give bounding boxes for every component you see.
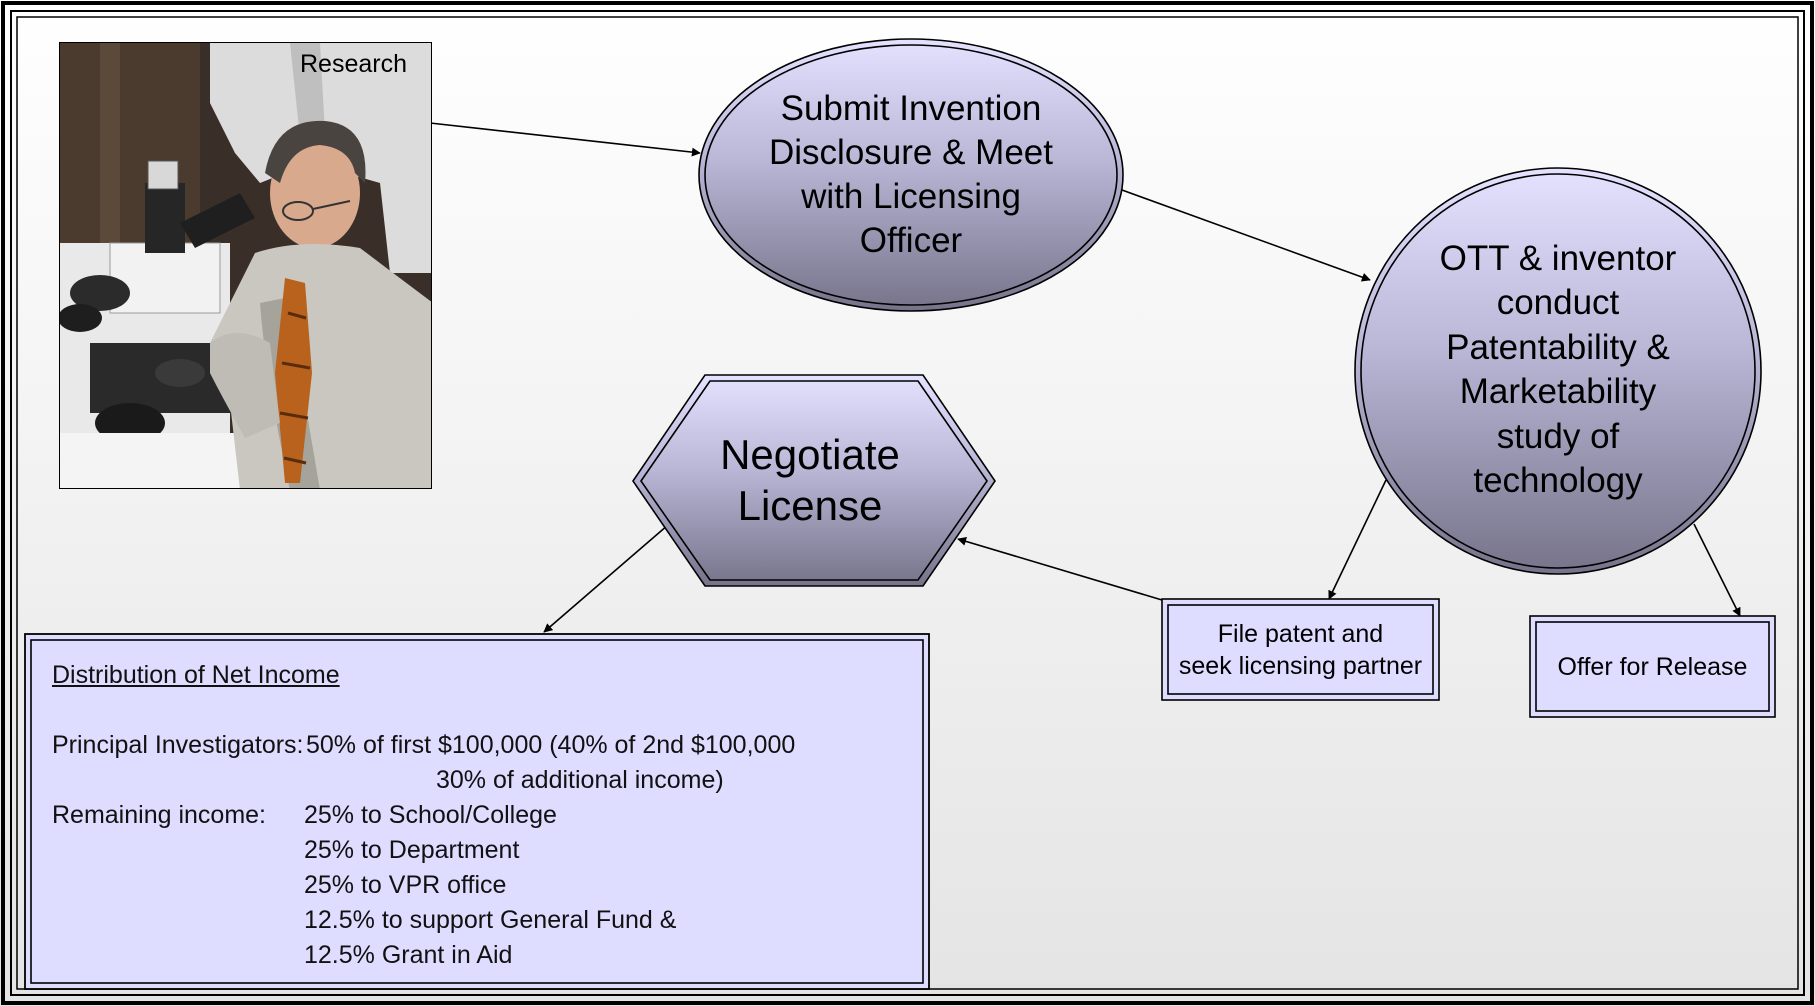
label-line: Disclosure & Meet <box>769 133 1053 172</box>
label-line: File patent and <box>1217 619 1384 648</box>
offer-release-text: Offer for Release <box>1536 622 1769 711</box>
label-line: Marketability <box>1459 372 1657 411</box>
negotiate-hexagon <box>632 374 996 587</box>
remaining-item: 25% to Department <box>304 836 520 864</box>
submit-invention-ellipse <box>698 38 1124 312</box>
file-patent-box <box>1161 598 1440 701</box>
label-line: Offer for Release <box>1557 652 1748 681</box>
label-line: OTT & inventor <box>1439 238 1677 278</box>
distribution-box <box>24 633 930 990</box>
label-line: seek licensing partner <box>1178 651 1423 680</box>
label-line: Patentability & <box>1446 327 1670 367</box>
label-line: Officer <box>859 221 963 260</box>
label-line: with Licensing <box>801 177 1021 216</box>
remaining-item: 12.5% Grant in Aid <box>304 941 513 969</box>
remaining-item: 12.5% to support General Fund & <box>304 906 677 934</box>
arrow-negotiate-to-distribution <box>543 524 669 633</box>
research-photo <box>59 42 432 489</box>
research-label: Research <box>300 50 407 78</box>
distribution-title: Distribution of Net Income <box>52 661 340 689</box>
file-patent-text: File patent and seek licensing partner <box>1168 605 1433 694</box>
file-patent-label-lines: File patent and seek licensing partner <box>1179 618 1422 682</box>
pi-line2: 30% of additional income) <box>436 766 724 794</box>
remaining-label: Remaining income: <box>52 801 266 829</box>
offer-release-box <box>1529 615 1776 718</box>
label-line: study of <box>1496 416 1620 456</box>
pi-label: Principal Investigators: <box>52 731 304 759</box>
offer-release-label-lines: Offer for Release <box>1558 651 1748 683</box>
label-line: License <box>737 482 883 529</box>
study-circle <box>1354 167 1762 575</box>
remaining-item: 25% to School/College <box>304 801 557 829</box>
arrow-study-to-file-patent <box>1328 479 1387 600</box>
label-line: Submit Invention <box>780 89 1042 128</box>
connector-arrows <box>429 122 1741 633</box>
arrow-file-patent-to-negotiate <box>957 537 1163 601</box>
label-line: technology <box>1473 461 1643 500</box>
remaining-item: 25% to VPR office <box>304 871 507 899</box>
arrow-study-to-offer-release <box>1693 523 1741 617</box>
arrow-submit-to-study <box>1121 189 1371 282</box>
label-line: conduct <box>1496 283 1620 322</box>
pi-line1: 50% of first $100,000 (40% of 2nd $100,0… <box>306 731 796 759</box>
label-line: Negotiate <box>720 431 900 478</box>
arrow-research-to-submit <box>429 122 701 157</box>
researcher-microscope-image <box>60 43 431 488</box>
